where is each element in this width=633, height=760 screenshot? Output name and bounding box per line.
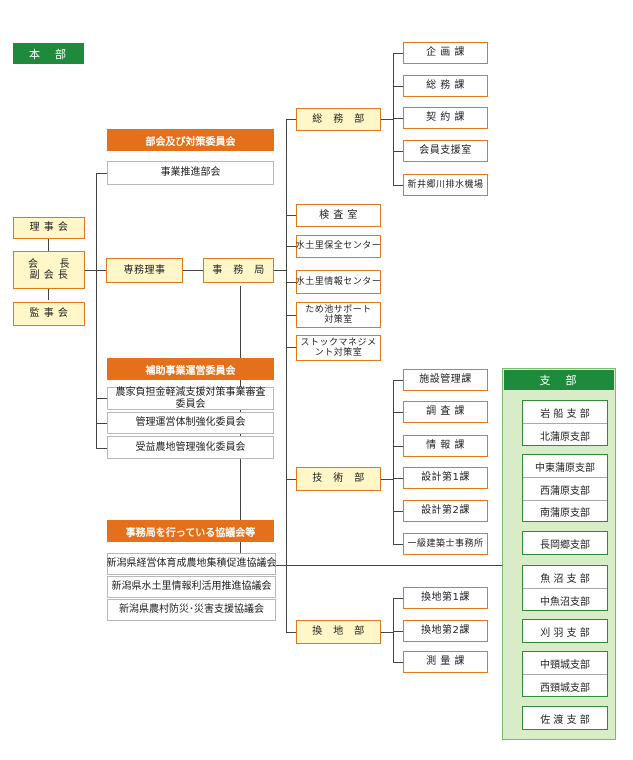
bukai-committees-header: 部会及び対策委員会 (107, 129, 274, 151)
gijutsu-section: 施設管理課 (403, 369, 488, 391)
branch-item: 中頸城支部 (540, 659, 590, 671)
branch-item: 佐 渡 支 部 (540, 714, 590, 726)
auditors: 監 事 会 (13, 302, 85, 326)
hojo-committee-item: 管理運営体制強化委員会 (107, 412, 274, 434)
branch-item: 北蒲原支部 (523, 423, 607, 446)
gijutsu-section: 情 報 課 (403, 435, 488, 457)
hojo-committee-item: 農家負担金軽減支援対策事業審査委員会 (107, 387, 274, 410)
hojo-committee-item-label: 農家負担金軽減支援対策事業審査委員会 (115, 387, 266, 410)
executive-director: 専務理事 (106, 258, 183, 283)
branch-group: 岩 船 支 部 北蒲原支部 (522, 400, 608, 446)
kanchi-section: 換地第1課 (403, 587, 488, 609)
kyogikai-item: 新潟県経営体育成農地集積促進協議会 (107, 553, 277, 575)
hozen-center: 水土里保全センター (296, 235, 381, 258)
board-of-directors: 理 事 会 (13, 217, 85, 239)
stock-label: ストックマネジメント対策室 (300, 337, 377, 358)
tameike-label: ため池サポート対策室 (305, 304, 372, 325)
branch-group: 佐 渡 支 部 (522, 706, 608, 730)
kyogikai-header: 事務局を行っている協議会等 (107, 520, 274, 542)
branch-item: 中東蒲原支部 (535, 462, 595, 474)
branches-header: 支 部 (504, 370, 614, 390)
honbu-header: 本 部 (13, 43, 84, 64)
somu-section: 新井郷川排水機場 (403, 174, 488, 196)
somu-section: 会員支援室 (403, 140, 488, 162)
branch-group: 刈 羽 支 部 (522, 619, 608, 643)
somu-section: 企 画 課 (403, 42, 488, 64)
secretariat: 事 務 局 (203, 258, 274, 283)
branch-item: 長岡郷支部 (540, 539, 590, 551)
stock-management-office: ストックマネジメント対策室 (296, 335, 381, 361)
tameike-support-office: ため池サポート対策室 (296, 302, 381, 328)
kanchi-section: 測 量 課 (403, 651, 488, 673)
kanchi-department: 換 地 部 (296, 620, 381, 644)
branch-item: 刈 羽 支 部 (540, 627, 590, 639)
gijutsu-section: 設計第1課 (403, 467, 488, 489)
branch-item: 西蒲原支部 (523, 477, 607, 500)
hojo-committees-header: 補助事業運営委員会 (107, 358, 274, 380)
kensa-office: 検 査 室 (296, 204, 381, 227)
branch-group: 魚 沼 支 部 中魚沼支部 (522, 565, 608, 611)
kanchi-section: 換地第2課 (403, 620, 488, 642)
gijutsu-section: 設計第2課 (403, 500, 488, 522)
hojo-committee-item: 受益農地管理強化委員会 (107, 436, 274, 459)
gijutsu-section: 一級建築士事務所 (403, 533, 488, 555)
somu-section: 契 約 課 (403, 107, 488, 129)
branch-group: 中頸城支部 西頸城支部 (522, 651, 608, 697)
somu-department: 総 務 部 (296, 108, 381, 131)
somu-section: 総 務 課 (403, 75, 488, 97)
chairman-label: 会 長 (28, 258, 70, 270)
gijutsu-department: 技 術 部 (296, 467, 381, 491)
branch-item: 南蒲原支部 (523, 500, 607, 522)
branch-group: 中東蒲原支部 西蒲原支部 南蒲原支部 (522, 454, 608, 522)
branch-item: 魚 沼 支 部 (540, 573, 590, 585)
kyogikai-item: 新潟県農村防災･災害支援協議会 (107, 599, 276, 621)
chairman-box: 会 長 副 会 長 (13, 251, 85, 289)
joho-center: 水土里情報センター (296, 270, 381, 294)
branch-group: 長岡郷支部 (522, 531, 608, 555)
branch-item: 西頸城支部 (523, 674, 607, 697)
gijutsu-section: 調 査 課 (403, 401, 488, 423)
kyogikai-item: 新潟県水土里情報利活用推進協議会 (107, 576, 276, 598)
vice-chairman-label: 副 会 長 (29, 270, 69, 281)
jigyo-suishin-committee: 事業推進部会 (107, 161, 274, 185)
branch-item: 岩 船 支 部 (540, 408, 590, 420)
branch-item: 中魚沼支部 (523, 588, 607, 611)
